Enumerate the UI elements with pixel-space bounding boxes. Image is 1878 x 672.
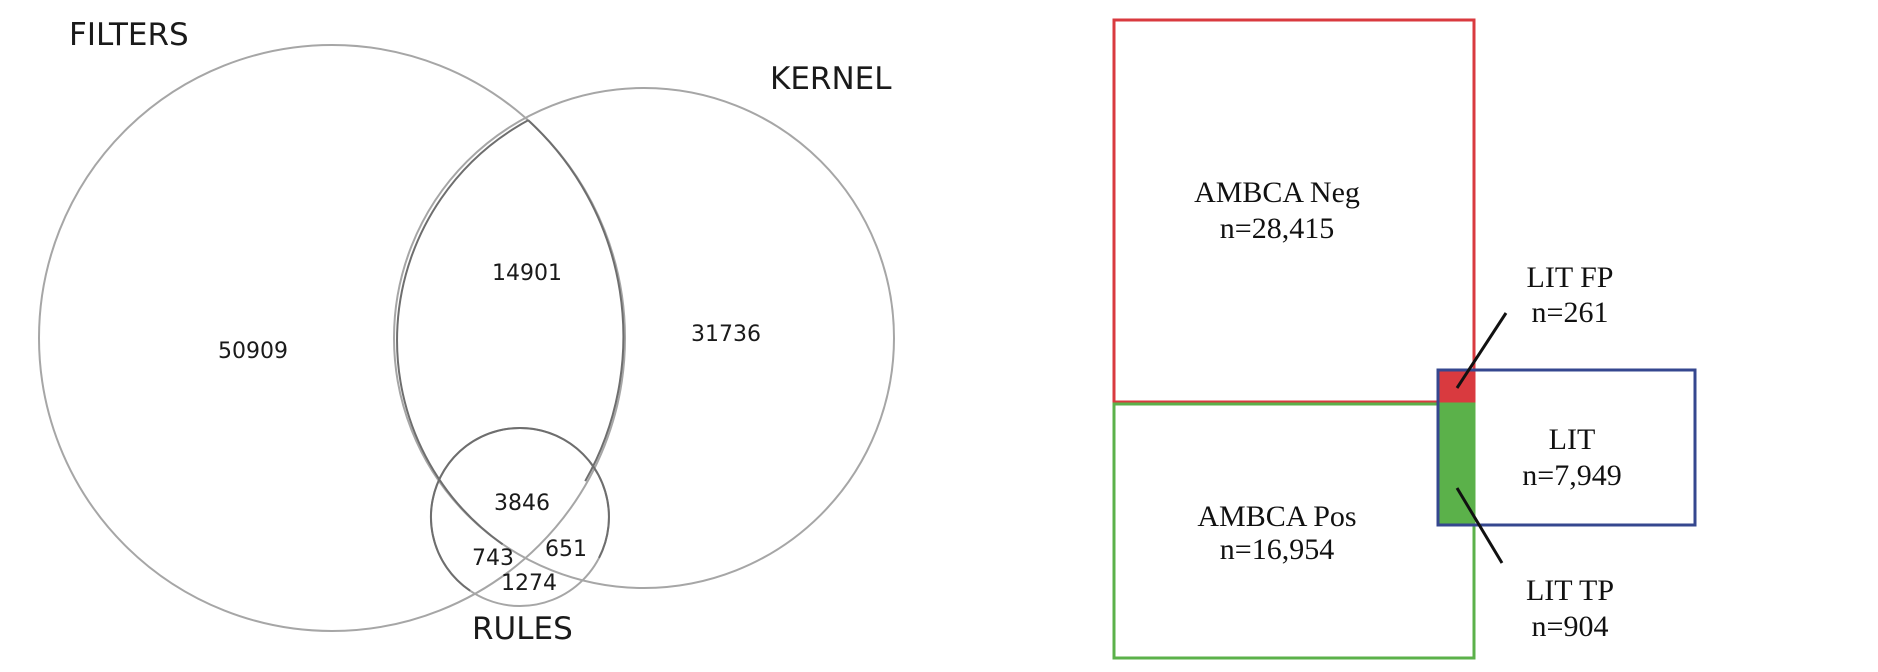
region-all-three: 3846 [494, 491, 550, 516]
lit-tp-pointer [1455, 487, 1504, 564]
lit-tp-name: LIT TP [1526, 574, 1614, 607]
lit-fp-pointer [1455, 312, 1508, 389]
lit-count: n=7,949 [1522, 459, 1621, 492]
ambca-neg-box [1112, 18, 1476, 404]
venn-diagram: FILTERS KERNEL RULES 50909 14901 31736 3… [38, 17, 895, 647]
filters-circle [38, 44, 626, 632]
lit-fp-name: LIT FP [1527, 261, 1614, 294]
region-kernel-rules: 651 [545, 537, 587, 562]
filters-arc-inside-kernel [527, 119, 625, 482]
kernel-label: KERNEL [770, 61, 892, 97]
ambca-neg-name: AMBCA Neg [1194, 176, 1360, 209]
lit-fp-overlap [1438, 370, 1474, 402]
kernel-arc-inside-filters [396, 119, 529, 546]
region-filters-kernel: 14901 [492, 261, 562, 286]
lit-tp-count: n=904 [1532, 610, 1609, 643]
ambca-pos-count: n=16,954 [1220, 533, 1334, 566]
region-filters-only: 50909 [218, 339, 288, 364]
rules-label: RULES [472, 611, 573, 647]
box-diagram: AMBCA Neg n=28,415 AMBCA Pos n=16,954 LI… [1112, 18, 1697, 660]
rules-arc-inside-circles [429, 427, 610, 592]
lit-fp-count: n=261 [1532, 296, 1609, 329]
kernel-circle [393, 87, 895, 589]
region-kernel-only: 31736 [691, 322, 761, 347]
lit-name: LIT [1549, 423, 1596, 456]
ambca-pos-box [1112, 402, 1476, 660]
ambca-pos-name: AMBCA Pos [1197, 500, 1356, 533]
lit-box [1436, 368, 1697, 527]
region-rules-only: 1274 [501, 571, 557, 596]
filters-label: FILTERS [69, 17, 189, 53]
ambca-neg-count: n=28,415 [1220, 212, 1334, 245]
region-filters-rules: 743 [472, 546, 514, 571]
